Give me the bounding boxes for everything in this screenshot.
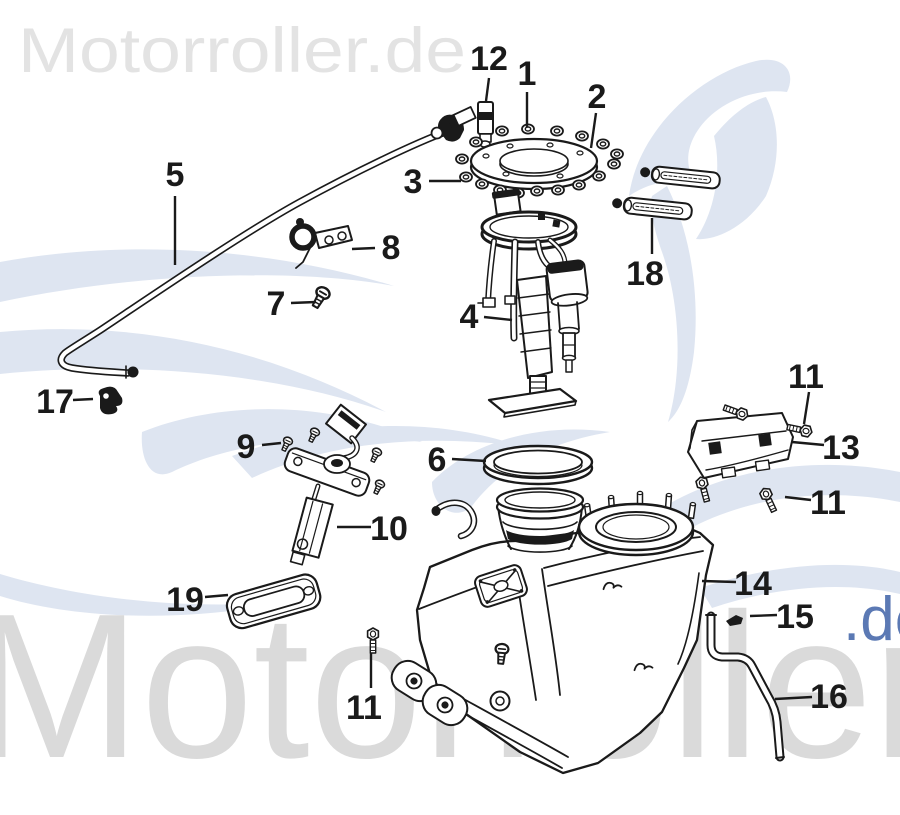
diagram-layer xyxy=(57,101,814,775)
sender-gasket xyxy=(225,573,322,630)
svg-text:11: 11 xyxy=(810,484,846,522)
callout-17: 17 xyxy=(36,383,94,421)
hose-clip xyxy=(98,386,123,415)
callout-18: 18 xyxy=(626,218,664,293)
pump-mount-ring xyxy=(577,490,697,557)
callout-3: 3 xyxy=(404,163,461,201)
callout-2: 2 xyxy=(588,78,607,149)
callout-8: 8 xyxy=(351,229,401,267)
watermark-de-suffix: .de xyxy=(843,585,900,654)
dolphin-swoosh-watermark-icon xyxy=(0,59,900,616)
svg-text:3: 3 xyxy=(404,163,423,201)
svg-text:6: 6 xyxy=(428,441,447,479)
level-sender-assembly xyxy=(283,403,371,566)
callout-9: 9 xyxy=(237,428,282,466)
callout-1: 1 xyxy=(518,55,537,127)
svg-text:15: 15 xyxy=(776,598,814,636)
svg-text:17: 17 xyxy=(36,383,74,421)
svg-text:18: 18 xyxy=(626,255,664,293)
svg-text:14: 14 xyxy=(734,565,772,603)
svg-text:2: 2 xyxy=(588,78,607,116)
callout-6: 6 xyxy=(428,441,487,479)
callout-16: 16 xyxy=(774,678,848,716)
svg-text:16: 16 xyxy=(810,678,848,716)
svg-text:9: 9 xyxy=(237,428,256,466)
fuel-tank xyxy=(385,487,715,775)
svg-text:11: 11 xyxy=(788,358,824,396)
fuel-pump-assembly xyxy=(477,188,589,418)
svg-text:8: 8 xyxy=(382,229,401,267)
svg-text:4: 4 xyxy=(460,298,479,336)
drain-hose xyxy=(705,611,785,762)
callout-19: 19 xyxy=(166,581,229,619)
svg-text:1: 1 xyxy=(518,55,537,93)
svg-text:12: 12 xyxy=(470,40,508,78)
hose-clip-small xyxy=(726,615,743,626)
svg-text:11: 11 xyxy=(346,689,382,727)
callout-5: 5 xyxy=(166,156,185,265)
callout-15: 15 xyxy=(749,598,814,636)
callout-11: 11 xyxy=(788,358,824,425)
callout-14: 14 xyxy=(701,565,772,603)
svg-text:7: 7 xyxy=(267,285,286,323)
clamp-screw xyxy=(307,283,334,312)
callout-12: 12 xyxy=(470,40,508,102)
callout-11: 11 xyxy=(346,653,382,727)
callout-11: 11 xyxy=(784,484,846,522)
callout-4: 4 xyxy=(460,298,513,336)
svg-text:5: 5 xyxy=(166,156,185,194)
svg-text:19: 19 xyxy=(166,581,204,619)
svg-text:10: 10 xyxy=(370,510,408,548)
callout-10: 10 xyxy=(337,510,408,548)
mounting-bracket xyxy=(687,412,794,479)
hose-clamp-bracket xyxy=(289,218,353,269)
watermark-top-text: Motorroller.de xyxy=(18,16,466,86)
seal-ring xyxy=(482,444,594,486)
callout-13: 13 xyxy=(791,429,860,467)
callout-7: 7 xyxy=(267,285,317,323)
svg-text:13: 13 xyxy=(822,429,860,467)
